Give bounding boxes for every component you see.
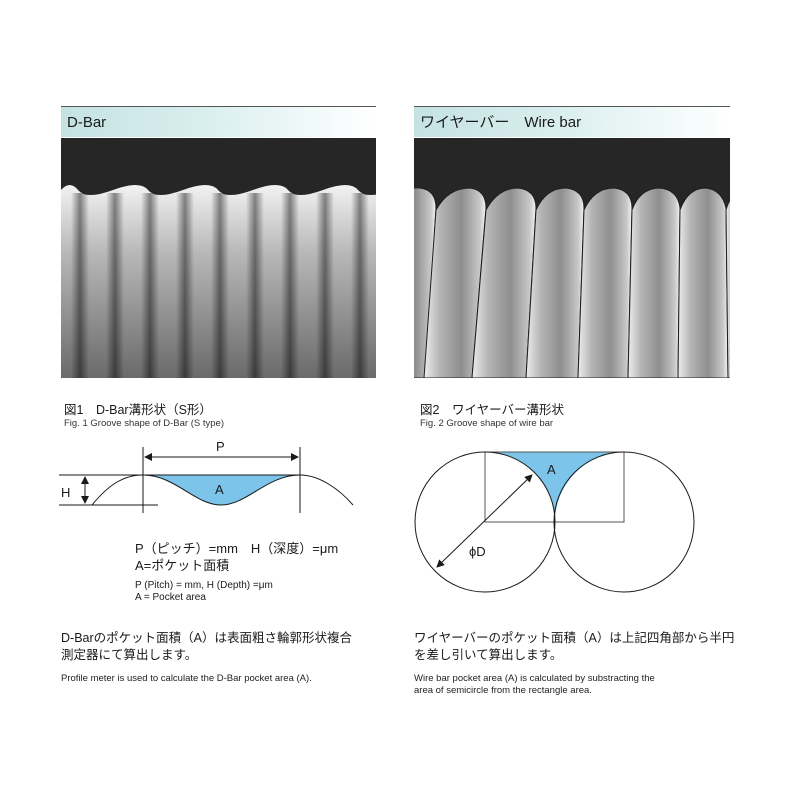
wirebar-desc-en-line2: area of semicircle from the rectangle ar…: [414, 685, 592, 696]
wirebar-desc-en-line1: Wire bar pocket area (A) is calculated b…: [414, 673, 655, 684]
wirebar-header: ワイヤーバー Wire bar: [414, 106, 730, 137]
legend-line2-jp: A=ポケット面積: [135, 558, 230, 573]
wirebar-desc-jp-line1: ワイヤーバーのポケット面積（A）は上記四角部から半円: [414, 631, 735, 645]
wirebar-photo: [414, 138, 730, 378]
dbar-legend-jp: P（ピッチ）=mm H（深度）=μm A=ポケット面積: [135, 540, 338, 574]
dbar-desc-jp-line2: 測定器にて算出します。: [61, 648, 198, 662]
legend-line2-en: A = Pocket area: [135, 592, 206, 603]
label-phiD: ϕD: [469, 544, 486, 559]
label-H: H: [61, 485, 70, 500]
legend-line1-en: P (Pitch) = mm, H (Depth) =μm: [135, 580, 273, 591]
fig1-subtitle: Fig. 1 Groove shape of D-Bar (S type): [64, 418, 224, 429]
fig2-title: 図2 ワイヤーバー溝形状: [420, 403, 564, 417]
fig1-title: 図1 D-Bar溝形状（S形）: [64, 403, 212, 417]
legend-line1-jp: P（ピッチ）=mm H（深度）=μm: [135, 541, 339, 556]
wirebar-groove-diagram: A ϕD: [414, 451, 695, 593]
wirebar-description-en: Wire bar pocket area (A) is calculated b…: [414, 673, 734, 697]
label-A-wire: A: [547, 462, 556, 477]
label-P: P: [216, 439, 225, 454]
dbar-header: D-Bar: [61, 106, 376, 137]
wirebar-header-title: ワイヤーバー Wire bar: [420, 114, 582, 131]
fig2-subtitle: Fig. 2 Groove shape of wire bar: [420, 418, 554, 429]
wirebar-desc-jp-line2: を差し引いて算出します。: [414, 648, 563, 662]
dbar-photo: [61, 138, 376, 378]
dbar-description-en: Profile meter is used to calculate the D…: [61, 673, 312, 684]
dbar-desc-jp-line1: D-Barのポケット面積（A）は表面粗さ輪郭形状複合: [61, 631, 352, 645]
dbar-header-title: D-Bar: [67, 114, 107, 131]
dbar-groove-diagram: P H A: [59, 439, 354, 513]
dbar-legend-en: P (Pitch) = mm, H (Depth) =μm A = Pocket…: [135, 580, 273, 604]
dbar-description-jp: D-Barのポケット面積（A）は表面粗さ輪郭形状複合 測定器にて算出します。: [61, 630, 352, 664]
label-A: A: [215, 482, 224, 497]
wirebar-description-jp: ワイヤーバーのポケット面積（A）は上記四角部から半円 を差し引いて算出します。: [414, 630, 734, 664]
